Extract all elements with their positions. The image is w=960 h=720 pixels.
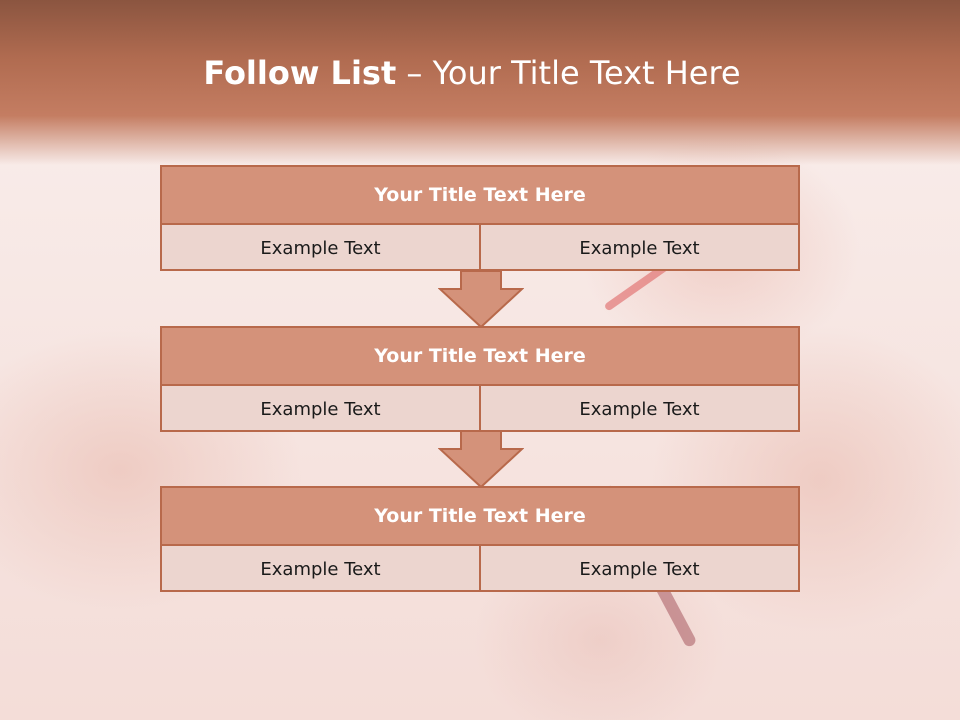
step-box-1: Your Title Text Here Example Text Exampl… (160, 165, 800, 271)
slide-title-bold: Follow List (203, 54, 397, 92)
slide-title-rest: – Your Title Text Here (396, 54, 741, 92)
down-arrow-icon (438, 431, 524, 489)
step-cell-left: Example Text (260, 237, 381, 259)
step-cell-left: Example Text (260, 398, 381, 420)
step-title: Your Title Text Here (162, 167, 798, 225)
step-cell-right: Example Text (479, 546, 798, 592)
step-box-2: Your Title Text Here Example Text Exampl… (160, 326, 800, 432)
step-row: Example Text Example Text (162, 386, 798, 432)
step-box-3: Your Title Text Here Example Text Exampl… (160, 486, 800, 592)
down-arrow-icon (438, 271, 524, 329)
step-title: Your Title Text Here (162, 328, 798, 386)
step-cell-right: Example Text (479, 386, 798, 432)
step-row: Example Text Example Text (162, 225, 798, 271)
step-row: Example Text Example Text (162, 546, 798, 592)
step-cell-right: Example Text (479, 225, 798, 271)
step-cell-left: Example Text (260, 558, 381, 580)
title-banner (0, 0, 960, 165)
slide-title: Follow List – Your Title Text Here (0, 54, 944, 92)
step-title: Your Title Text Here (162, 488, 798, 546)
